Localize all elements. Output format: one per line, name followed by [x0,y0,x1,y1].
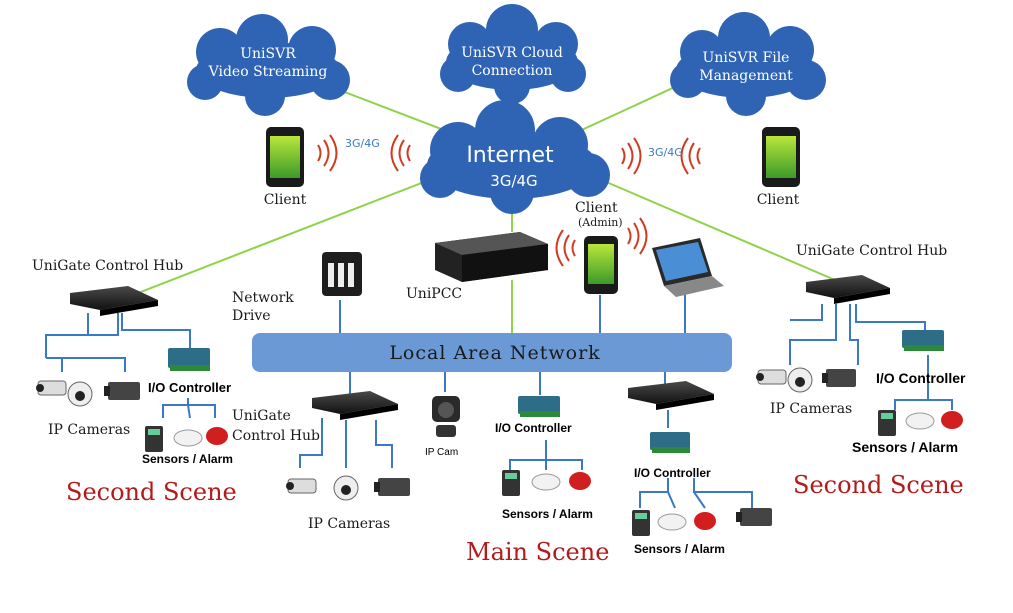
center-sensors-label: Sensors / Alarm [502,507,593,521]
io-controller-icon [168,348,210,371]
phone-icon [762,127,800,187]
box-camera-icon [104,382,140,400]
box-camera-icon [822,369,856,387]
left-cameras-label: IP Cameras [48,422,130,438]
right-cameras-label: IP Cameras [770,401,852,417]
right-scene-label: Second Scene [793,471,964,499]
io-controller-icon [902,330,944,351]
unipcc-label: UniPCC [406,286,462,302]
cloud-file-management: UniSVR File Management [670,12,826,116]
right-hub-links [789,304,953,410]
unigate-hub-icon [806,275,890,304]
dome-camera-icon [787,367,813,393]
cloud-internet: Internet 3G/4G [420,100,610,214]
dome-camera-icon [67,381,93,407]
cloud-video-line2: Video Streaming [208,64,328,80]
ptz-camera-icon [432,396,460,437]
cloud-file-line2: Management [699,68,793,84]
box-camera-icon [374,478,410,496]
client-admin-line2: (Admin) [578,216,623,229]
unipcc-device-icon [435,232,548,282]
signal-label-right: 3G/4G [648,146,683,159]
laptop-icon [652,238,724,297]
unigate-hub-icon [312,391,398,420]
camera-icon [756,369,787,385]
center-sensors2-label: Sensors / Alarm [634,542,725,556]
camera-icon [36,380,67,396]
center-hub-links [299,418,393,468]
io-controller-icon [650,432,690,453]
lan-bar [252,333,732,372]
left-io-label: I/O Controller [148,380,231,395]
signal-left [317,134,411,172]
phone-icon [266,127,304,187]
network-drive-line1: Network [232,290,294,306]
client-right-label: Client [757,192,800,208]
io-controller-icon [518,396,560,417]
cloud-file-line1: UniSVR File [703,50,790,66]
client-admin-line1: Client [575,200,618,216]
left-hub-links [45,313,216,419]
lan-label: Local Area Network [389,342,600,364]
cloud-connection: UniSVR Cloud Connection [440,4,586,104]
internet-subtitle: 3G/4G [490,172,537,190]
smoke-detector-icon [173,429,203,447]
right-sensors-label: Sensors / Alarm [852,439,958,455]
alarm-icon [569,472,591,490]
internet-links [119,74,836,333]
smoke-detector-icon [657,513,687,531]
ip-cam-label: IP Cam [425,447,458,458]
box-camera-icon [736,508,772,526]
left-scene-label: Second Scene [66,478,237,506]
center-io-label: I/O Controller [495,421,572,435]
right-io-label: I/O Controller [876,370,966,386]
phone-icon [584,236,618,294]
cloud-connection-line2: Connection [472,63,553,79]
keypad-icon [145,426,163,452]
unigate-hub-icon [70,286,158,316]
center-hub2-links [639,410,753,509]
signal-right [621,137,701,175]
left-sensors-label: Sensors / Alarm [142,452,233,466]
smoke-detector-icon [905,412,935,430]
signal-label-left: 3G/4G [345,137,380,150]
center-scene-label: Main Scene [466,538,609,566]
signal-admin [555,217,648,267]
lan-links [339,290,686,395]
cloud-connection-line1: UniSVR Cloud [461,45,563,61]
keypad-icon [502,470,520,496]
cloud-video-line1: UniSVR [240,46,296,62]
smoke-detector-icon [531,473,561,491]
cloud-video-streaming: UniSVR Video Streaming [187,14,350,116]
network-drive-icon [322,252,362,296]
unigate-hub-icon [628,381,714,410]
dome-camera-icon [333,475,359,501]
center-io2-label: I/O Controller [634,466,711,480]
alarm-icon [941,411,963,429]
center-hub-line1: UniGate [232,408,291,424]
internet-title: Internet [466,143,554,168]
center-hub-line2: Control Hub [232,428,320,444]
keypad-icon [632,510,650,536]
center-cameras-label: IP Cameras [308,516,390,532]
alarm-icon [206,427,228,445]
camera-icon [286,478,317,494]
alarm-icon [694,512,716,530]
network-drive-line2: Drive [232,308,271,324]
center-io-links [509,440,583,470]
client-left-label: Client [264,192,307,208]
right-hub-label: UniGate Control Hub [796,243,947,259]
left-hub-label: UniGate Control Hub [32,258,183,274]
keypad-icon [878,410,896,436]
